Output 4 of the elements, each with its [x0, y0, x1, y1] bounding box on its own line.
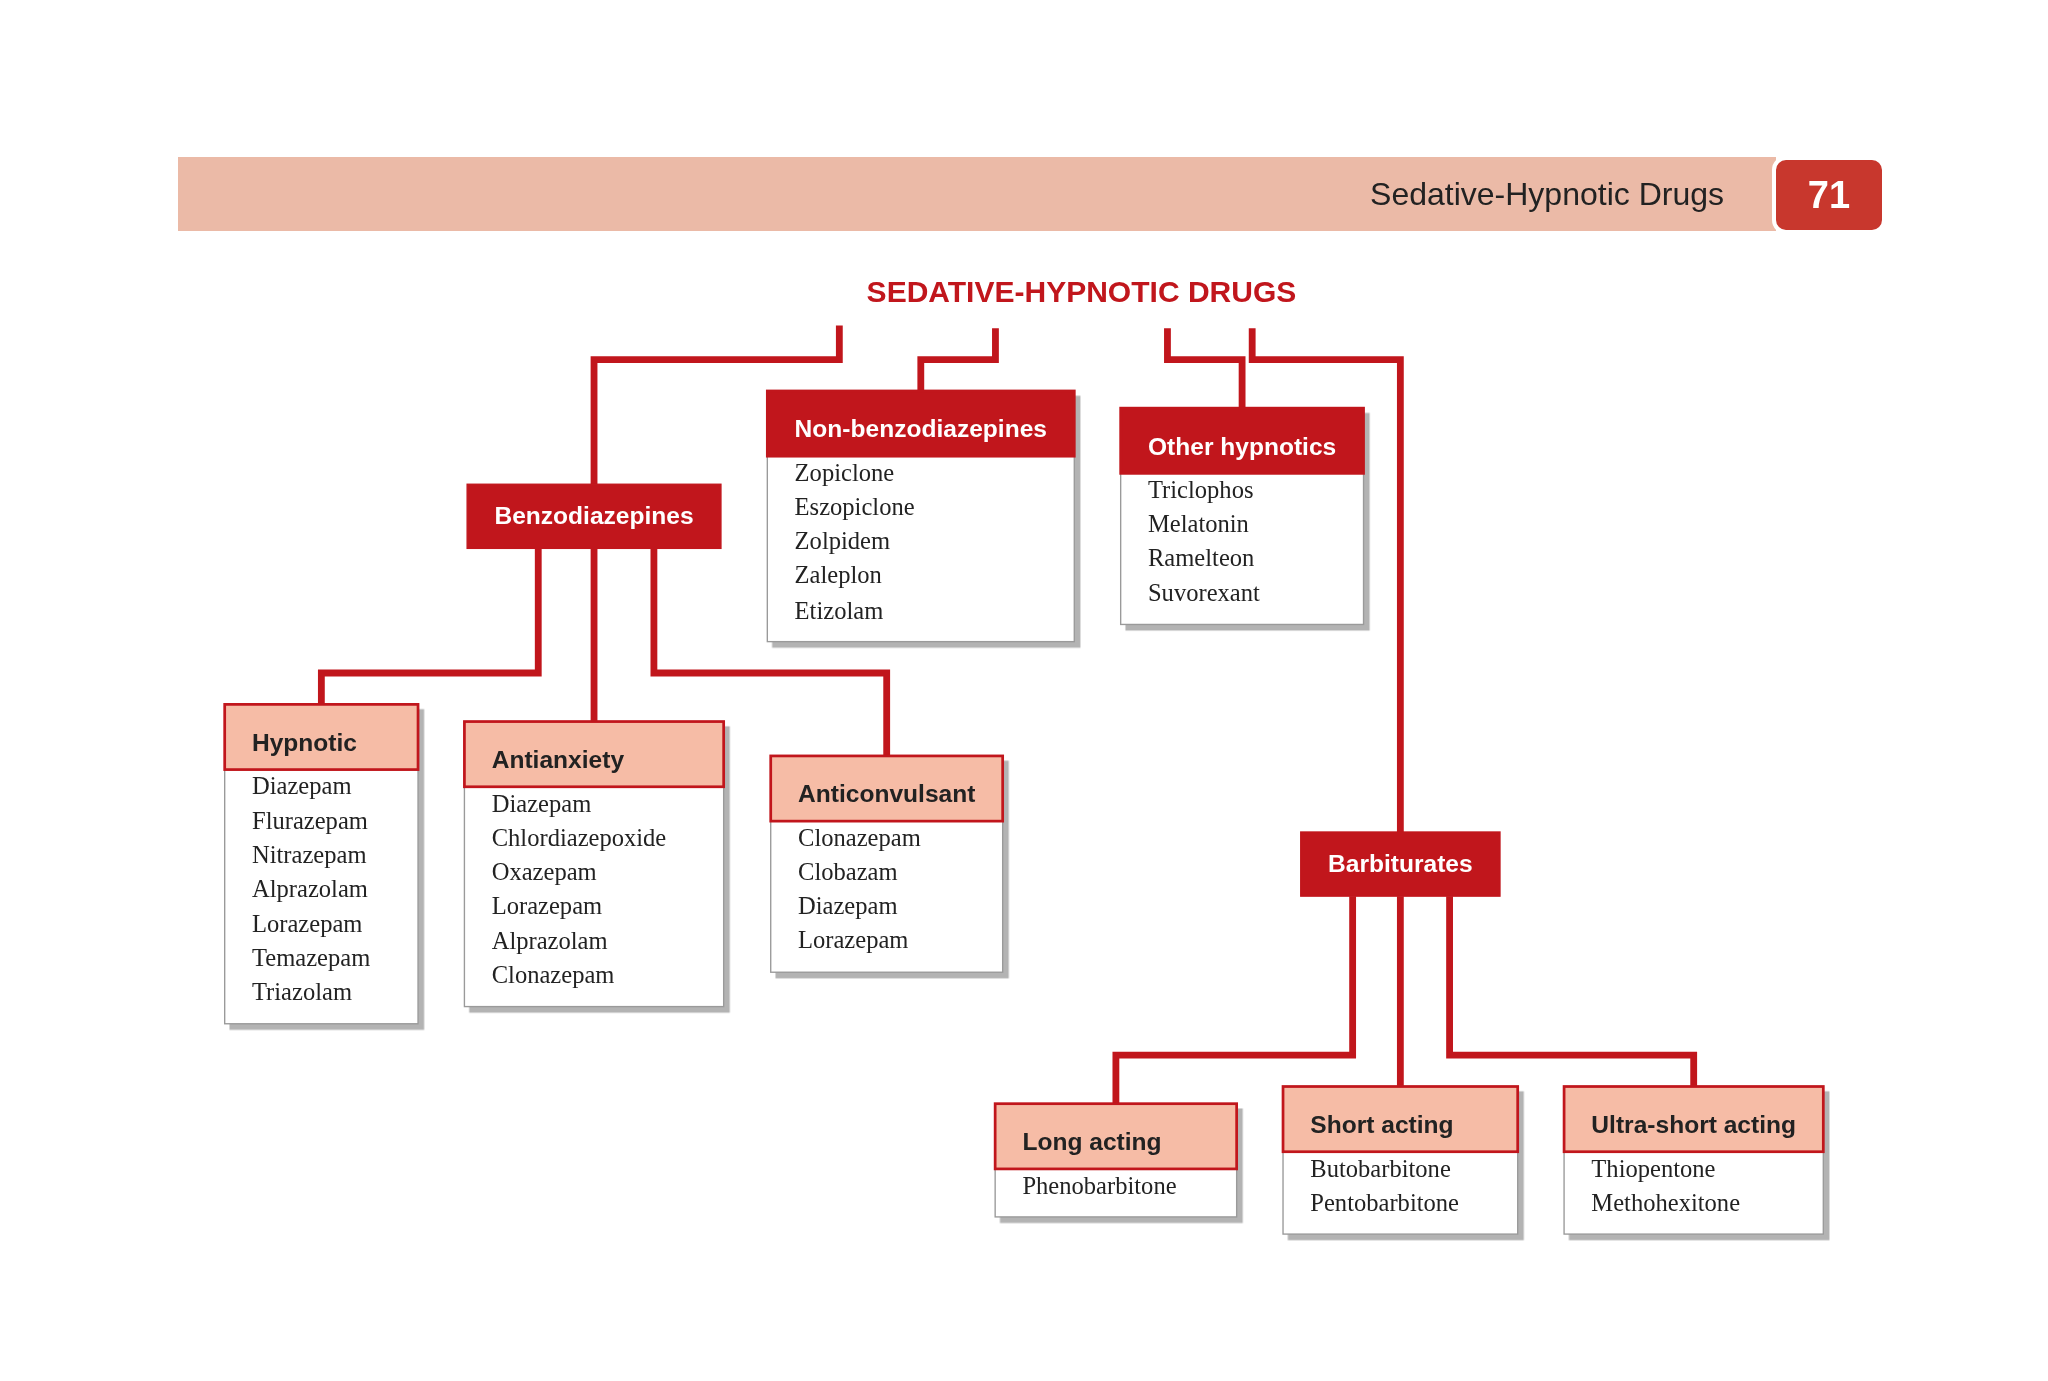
node-box: Benzodiazepines: [466, 483, 722, 550]
node-box: Barbiturates: [1300, 831, 1501, 897]
running-header: Sedative-Hypnotic Drugs: [1370, 176, 1724, 213]
node-text: SEDATIVE-HYPNOTIC DRUGS: [866, 275, 1297, 310]
